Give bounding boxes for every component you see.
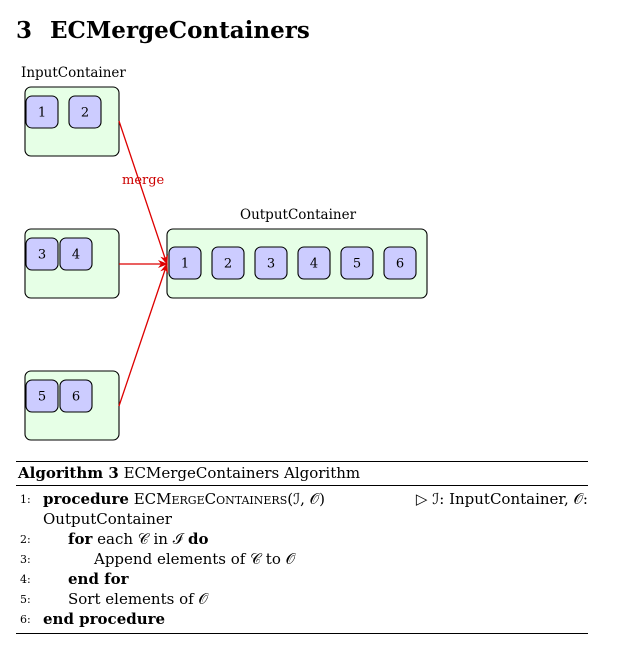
procedure-args: (ℐ, 𝒪) [287, 490, 325, 508]
algorithm-line-6: 6: end procedure [16, 609, 588, 629]
section-title: ECMergeContainers [50, 17, 310, 44]
output-item-label: 2 [224, 257, 232, 272]
algorithm-label: Algorithm 3 [18, 464, 119, 482]
line-number: 1: [20, 493, 31, 506]
output-item: 1 [168, 246, 202, 280]
input-item-box [25, 237, 59, 271]
output-item-label: 1 [181, 257, 189, 272]
input-item-label: 4 [72, 248, 80, 263]
line-number: 3: [20, 553, 31, 566]
algorithm-caption: Algorithm 3 ECMergeContainers Algorithm [16, 462, 588, 485]
input-item-label: 1 [38, 106, 46, 121]
output-item-label: 3 [267, 257, 275, 272]
algorithm-line-3: 3: Append elements of 𝒞 to 𝒪 [16, 549, 588, 569]
input-item-label: 2 [81, 106, 89, 121]
algorithm-body: 1: procedure ECMergeContainers(ℐ, 𝒪) ▷ ℐ… [16, 486, 588, 633]
input-item: 5 [25, 379, 59, 413]
merge-arrow [118, 120, 168, 265]
append-statement: Append elements of 𝒞 to 𝒪 [94, 550, 296, 568]
algorithm-line-1: 1: procedure ECMergeContainers(ℐ, 𝒪) ▷ ℐ… [16, 489, 588, 509]
line-number: 4: [20, 573, 31, 586]
output-item-label: 4 [310, 257, 318, 272]
line-number: 2: [20, 533, 31, 546]
output-item-box [254, 246, 288, 280]
for-clause: each 𝒞 in ℐ [97, 530, 184, 548]
output-item-label: 5 [353, 257, 361, 272]
output-item-box [340, 246, 374, 280]
sort-statement: Sort elements of 𝒪 [68, 590, 208, 608]
input-item: 4 [59, 237, 93, 271]
algorithm-line-5: 5: Sort elements of 𝒪 [16, 589, 588, 609]
algorithm-line-2: 2: for each 𝒞 in ℐ do [16, 529, 588, 549]
input-item-label: 6 [72, 390, 80, 405]
input-item-box [25, 379, 59, 413]
algorithm-bottom-rule [16, 633, 588, 634]
keyword-end-for: end for [68, 570, 129, 588]
merge-arrow-label: merge [122, 173, 165, 188]
procedure-name: ECMergeContainers [133, 490, 288, 508]
output-item-box [383, 246, 417, 280]
input-item-box [59, 237, 93, 271]
input-item: 1 [25, 95, 59, 129]
comment-continuation: OutputContainer [43, 510, 172, 528]
keyword-procedure: procedure [43, 490, 129, 508]
input-item-box [68, 95, 102, 129]
algorithm-caption-rule [16, 485, 588, 486]
algorithm-line-1-continuation: OutputContainer [16, 509, 588, 529]
keyword-do: do [188, 530, 209, 548]
output-item: 5 [340, 246, 374, 280]
algorithm-block: Algorithm 3 ECMergeContainers Algorithm … [16, 461, 588, 634]
output-item: 3 [254, 246, 288, 280]
output-container: 1 2 3 4 5 6 [166, 228, 428, 299]
input-item-label: 3 [38, 248, 46, 263]
input-item-label: 5 [38, 390, 46, 405]
output-container-label: OutputContainer [240, 207, 357, 223]
output-item-box [297, 246, 331, 280]
output-item: 4 [297, 246, 331, 280]
algorithm-comment: ▷ ℐ: InputContainer, 𝒪: [415, 490, 588, 508]
input-item: 6 [59, 379, 93, 413]
input-item: 3 [25, 237, 59, 271]
output-item-box [211, 246, 245, 280]
section-heading: 3 ECMergeContainers [16, 16, 310, 46]
input-item-box [25, 95, 59, 129]
line-number: 5: [20, 593, 31, 606]
algorithm-top-rule [16, 461, 588, 462]
algorithm-title: ECMergeContainers Algorithm [123, 464, 361, 482]
output-item-label: 6 [396, 257, 404, 272]
merge-arrow [118, 263, 168, 407]
keyword-for: for [68, 530, 93, 548]
line-number: 6: [20, 613, 31, 626]
output-item: 6 [383, 246, 417, 280]
input-container-label: InputContainer [21, 65, 126, 81]
keyword-end-procedure: end procedure [43, 610, 166, 628]
output-item: 2 [211, 246, 245, 280]
section-number: 3 [16, 17, 33, 44]
output-item-box [168, 246, 202, 280]
input-item: 2 [68, 95, 102, 129]
input-item-box [59, 379, 93, 413]
merge-arrows [118, 120, 168, 407]
algorithm-line-4: 4: end for [16, 569, 588, 589]
